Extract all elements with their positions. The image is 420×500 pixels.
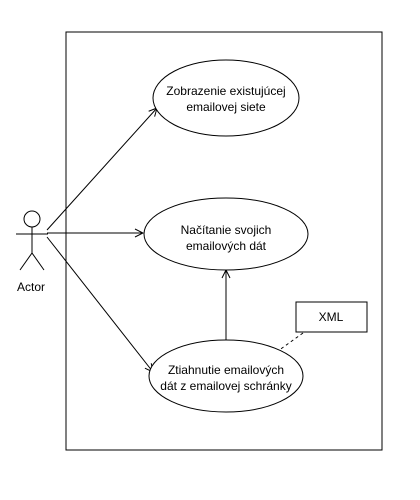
use-case-3-label-line1: Ztiahnutie emailových bbox=[168, 363, 284, 377]
xml-note-label: XML bbox=[319, 310, 344, 324]
use-case-1-label-line2: emailovej siete bbox=[186, 100, 266, 114]
actor-head bbox=[23, 210, 41, 228]
actor-left-leg bbox=[19, 252, 33, 271]
use-case-2-label-line1: Načítanie svojich bbox=[181, 223, 272, 237]
use-case-3: Ztiahnutie emailových dát z emailovej sc… bbox=[148, 339, 304, 413]
use-case-1-label-line1: Zobrazenie existujúcej bbox=[166, 84, 285, 98]
actor-label: Actor bbox=[17, 280, 45, 294]
use-case-2-ellipse bbox=[143, 197, 309, 271]
use-case-2: Načítanie svojich emailových dát bbox=[143, 197, 309, 271]
association-arrow-1 bbox=[46, 108, 157, 231]
actor-figure bbox=[16, 210, 48, 271]
use-case-1: Zobrazenie existujúcej emailovej siete bbox=[152, 59, 300, 137]
xml-note: XML bbox=[295, 301, 368, 333]
association-arrow-3 bbox=[46, 236, 153, 372]
use-case-2-label-line2: emailových dát bbox=[186, 239, 267, 253]
xml-note-box bbox=[295, 301, 368, 333]
actor-right-leg bbox=[31, 252, 45, 271]
use-case-1-ellipse bbox=[152, 59, 300, 137]
use-case-3-ellipse bbox=[148, 339, 304, 413]
use-case-3-label-line2: dát z emailovej schránky bbox=[160, 379, 291, 393]
